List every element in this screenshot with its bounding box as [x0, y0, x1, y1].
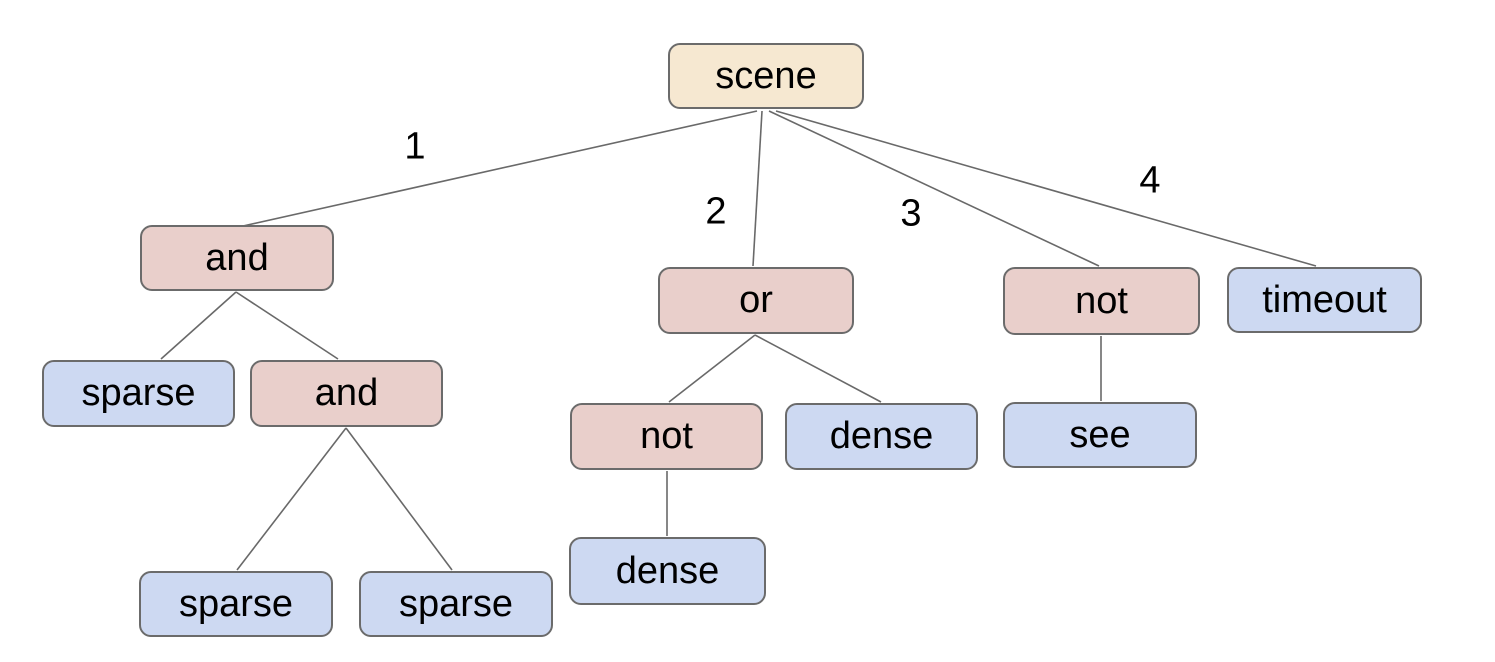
- edge-scene-not: [768, 110, 1100, 267]
- edge-label-1: 1: [404, 125, 426, 168]
- node-dense-1: dense: [785, 403, 978, 470]
- node-see: see: [1003, 402, 1197, 468]
- node-or: or: [658, 267, 854, 334]
- node-and-2: and: [250, 360, 443, 427]
- node-not-2: not: [1003, 267, 1200, 335]
- edge-and-and: [235, 291, 339, 360]
- node-not-1: not: [570, 403, 763, 470]
- node-and-1: and: [140, 225, 334, 291]
- edge-scene-timeout: [775, 110, 1317, 267]
- edge-and2-sparse-right: [345, 427, 453, 571]
- edge-or-not: [668, 334, 756, 403]
- node-dense-2: dense: [569, 537, 766, 605]
- edge-label-4: 4: [1139, 159, 1161, 202]
- node-sparse-1: sparse: [42, 360, 235, 427]
- node-sparse-2: sparse: [139, 571, 333, 637]
- edge-and2-sparse-left: [236, 427, 347, 571]
- edge-label-3: 3: [900, 192, 922, 235]
- node-timeout: timeout: [1227, 267, 1422, 333]
- edge-and-sparse: [160, 291, 237, 360]
- edge-or-dense: [754, 334, 882, 403]
- edge-scene-and: [242, 110, 758, 227]
- node-scene: scene: [668, 43, 864, 109]
- node-sparse-3: sparse: [359, 571, 553, 637]
- edge-scene-or: [752, 110, 763, 267]
- edge-label-2: 2: [705, 190, 727, 233]
